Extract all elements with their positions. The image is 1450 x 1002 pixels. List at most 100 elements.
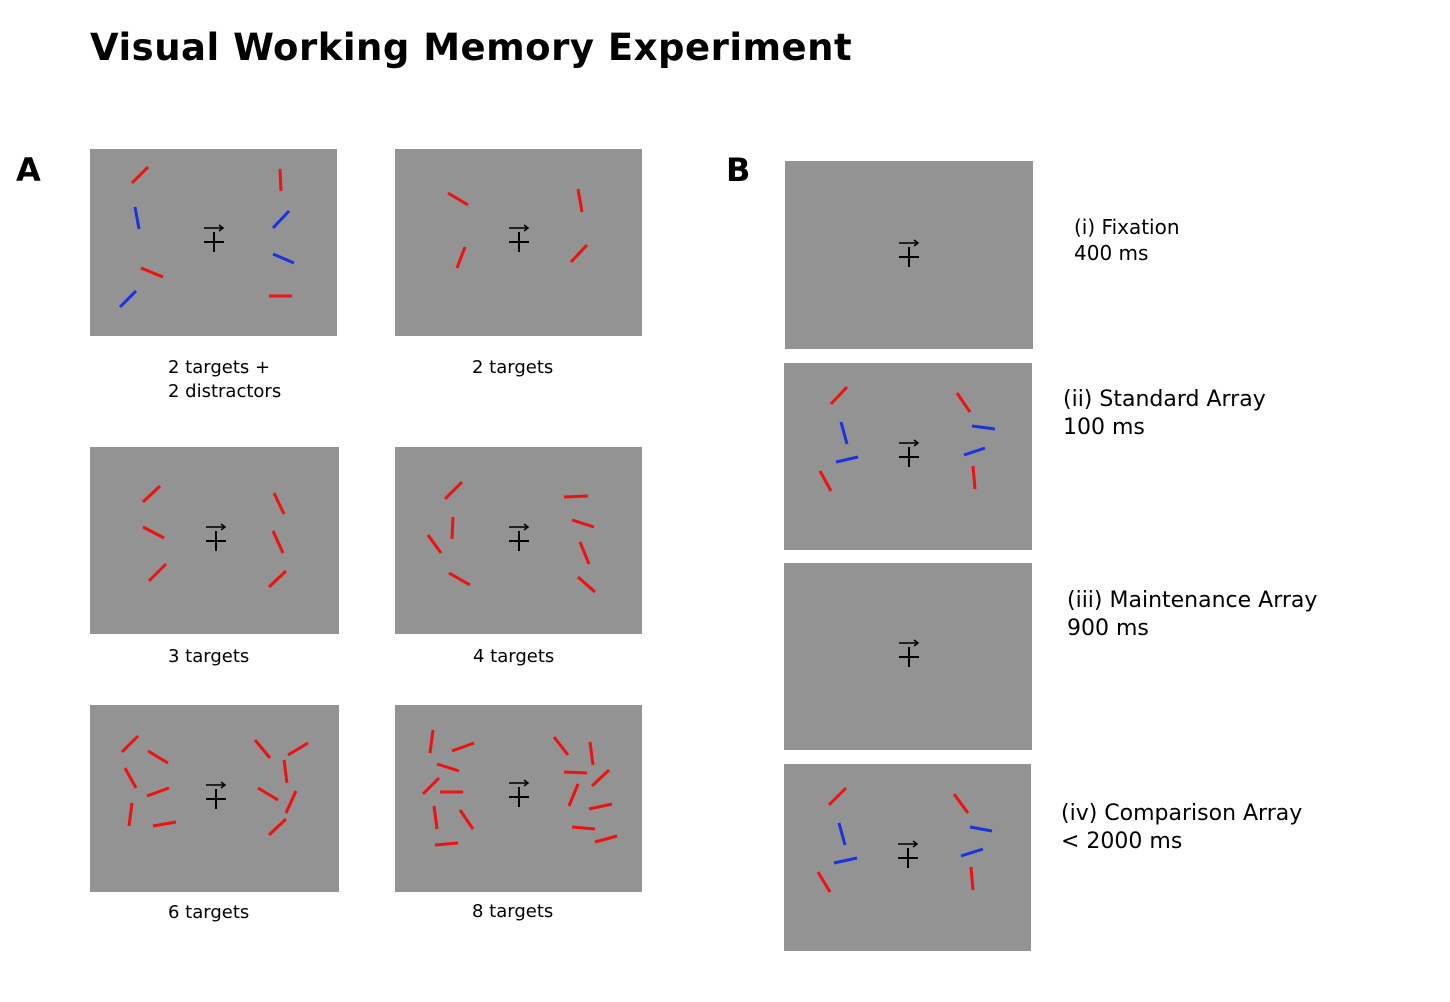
fixation-cross [509, 779, 530, 807]
target-bar [432, 805, 439, 830]
target-bar [447, 191, 469, 207]
screen-3-targets [90, 447, 339, 634]
fixation-cross [899, 239, 920, 267]
screen-standard-array [784, 363, 1032, 550]
fixation-cross [898, 840, 919, 868]
caption-6-targets: 6 targets [168, 902, 250, 923]
screen-4-targets [395, 447, 642, 634]
screen-2-targets [395, 149, 642, 336]
distractor-bar [835, 455, 859, 464]
fixation-cross [206, 781, 227, 809]
stimulus-array [447, 188, 589, 269]
target-bar [578, 541, 591, 565]
screen-8-targets [395, 705, 642, 892]
target-bar [829, 385, 849, 406]
target-bar [594, 834, 618, 844]
target-bar [146, 786, 170, 798]
target-bar [827, 786, 848, 807]
target-bar [816, 871, 832, 893]
stimulus-array [141, 484, 288, 589]
target-bar [563, 494, 589, 499]
caption-4-targets: 4 targets [473, 646, 555, 667]
target-bar [451, 741, 475, 753]
target-bar [140, 266, 164, 279]
target-bar [955, 392, 972, 413]
caption-8-targets: 8 targets [472, 901, 554, 922]
target-bar [576, 188, 584, 213]
target-bar [253, 739, 272, 759]
fixation-cross [204, 224, 225, 252]
target-bar [267, 569, 288, 589]
stimulus-array [899, 639, 920, 667]
target-bar [588, 741, 595, 766]
stimulus-array [120, 734, 309, 837]
target-bar [127, 802, 134, 827]
target-bar [257, 786, 279, 802]
target-bar [455, 246, 467, 269]
target-bar [436, 762, 460, 773]
target-bar [147, 749, 169, 765]
panel-a-label: A [16, 151, 41, 189]
target-bar [818, 470, 833, 492]
target-bar [282, 759, 289, 784]
fixation-cross [509, 224, 530, 252]
screen-maintenance-array [784, 563, 1032, 750]
target-bar [152, 820, 177, 828]
fixation-cross [899, 639, 920, 667]
target-bar [271, 530, 285, 554]
target-bar [971, 465, 977, 490]
stimulus-array [118, 165, 295, 309]
target-bar [123, 767, 138, 789]
distractor-bar [133, 206, 141, 230]
target-bar [142, 525, 165, 540]
target-bar [434, 841, 459, 847]
distractor-bar [969, 825, 993, 833]
target-bar [421, 776, 441, 796]
target-bar [443, 480, 464, 501]
screen-2-targets-2-distractors [90, 149, 337, 336]
distractor-bar [833, 856, 858, 865]
target-bar [458, 809, 475, 830]
target-bar [267, 817, 288, 837]
target-bar [130, 165, 150, 185]
target-bar [278, 168, 283, 192]
target-bar [284, 790, 298, 814]
target-bar [563, 770, 588, 775]
target-bar [590, 768, 611, 788]
target-bar [569, 243, 589, 264]
distractor-bar [839, 421, 849, 445]
target-bar [147, 562, 168, 583]
caption-2-targets-2-distractors: 2 targets +2 distractors [168, 357, 282, 402]
distractor-bar [837, 822, 847, 846]
caption-3-targets: 3 targets [168, 646, 250, 667]
fixation-cross [206, 523, 227, 551]
stimulus-array [818, 385, 996, 492]
distractor-bar [272, 252, 295, 265]
target-bar [287, 741, 309, 757]
target-bar [952, 793, 970, 814]
fixation-cross [509, 523, 530, 551]
target-bar [141, 484, 162, 504]
target-bar [567, 783, 580, 807]
target-bar [428, 729, 435, 754]
fixation-cross [899, 439, 920, 467]
target-bar [426, 534, 443, 554]
target-bar [552, 736, 570, 756]
stimulus-array [816, 786, 993, 893]
distractor-bar [118, 289, 138, 309]
distractor-bar [963, 446, 986, 457]
target-bar [571, 518, 595, 529]
screen-6-targets [90, 705, 339, 892]
target-bar [448, 571, 471, 587]
step-label-comparison-array: (iv) Comparison Array< 2000 ms [1061, 801, 1303, 854]
target-bar [272, 492, 286, 515]
target-bar [120, 734, 140, 754]
distractor-bar [971, 424, 996, 431]
screen-comparison-array [784, 764, 1031, 951]
stimulus-array [421, 729, 618, 847]
target-bar [588, 802, 613, 811]
panel-b-label: B [726, 151, 751, 189]
